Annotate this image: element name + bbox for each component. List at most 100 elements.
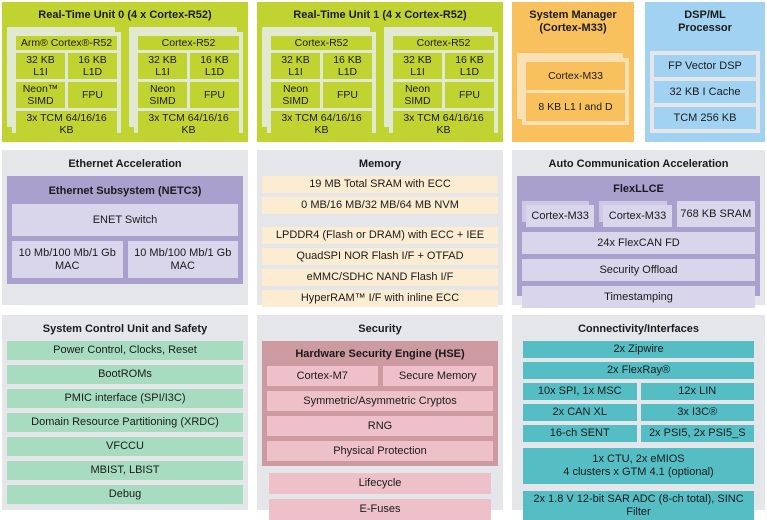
panel-title-memory: Memory — [358, 158, 402, 170]
dsp-ml-item-list: FP Vector DSP 32 KB I Cache TCM 256 KB — [650, 51, 760, 133]
core-card: Cortex-R52 32 KB L1I 16 KB L1D Neon SIMD… — [389, 32, 498, 137]
panel-title-rtu0: Real-Time Unit 0 (4 x Cortex-R52) — [38, 9, 212, 21]
panel-real-time-unit-1: Real-Time Unit 1 (4 x Cortex-R52) Cortex… — [257, 2, 503, 142]
system-control-item: Power Control, Clocks, Reset — [7, 341, 243, 360]
hse-secure-memory: Secure Memory — [382, 366, 493, 386]
panel-real-time-unit-0: Real-Time Unit 0 (4 x Cortex-R52) Arm® C… — [2, 2, 248, 142]
system-manager-cache: 8 KB L1 I and D — [526, 93, 625, 121]
flexllce-core-row: Cortex-M33 Cortex-M33 768 KB SRAM — [522, 201, 755, 227]
core-card: Cortex-R52 32 KB L1I 16 KB L1D Neon SIMD… — [267, 32, 376, 137]
core-cache-row: 32 KB L1I 16 KB L1D — [393, 53, 494, 79]
connectivity-item: 2x FlexRay® — [523, 362, 754, 379]
connectivity-item-left: 10x SPI, 1x MSC — [523, 383, 637, 400]
memory-group-spacer — [262, 214, 498, 227]
core-name: Cortex-R52 — [271, 36, 372, 50]
core-simd-row: Neon™ SIMD FPU — [16, 82, 117, 108]
security-item: E-Fuses — [269, 499, 491, 520]
memory-item: 0 MB/16 MB/32 MB/64 MB NVM — [262, 197, 498, 214]
core-fpu: FPU — [190, 82, 239, 108]
security-item: Lifecycle — [269, 473, 491, 494]
core-fpu: FPU — [445, 82, 494, 108]
flexllce-item: Security Offload — [522, 259, 755, 281]
system-control-item-list: Power Control, Clocks, Reset BootROMs PM… — [7, 341, 243, 504]
flexllce-title: FlexLLCE — [613, 183, 664, 195]
core-card: Cortex-R52 32 KB L1I 16 KB L1D Neon SIMD… — [134, 32, 243, 137]
core-l1i: 32 KB L1I — [16, 53, 65, 79]
panel-title-system-manager: System Manager (Cortex-M33) — [517, 7, 629, 41]
connectivity-timer-line1: 1x CTU, 2x eMIOS — [592, 453, 685, 465]
connectivity-pair-row: 2x CAN XL 3x I3C® — [523, 404, 754, 421]
hse-item: Symmetric/Asymmetric Cryptos — [267, 391, 493, 411]
core-tcm: 3x TCM 64/16/16 KB — [138, 111, 239, 137]
system-control-item: Domain Resource Partitioning (XRDC) — [7, 413, 243, 432]
hse-title: Hardware Security Engine (HSE) — [295, 348, 465, 360]
ethernet-mac-row: 10 Mb/100 Mb/1 Gb MAC 10 Mb/100 Mb/1 Gb … — [12, 241, 238, 278]
core-cache-row: 32 KB L1I 16 KB L1D — [16, 53, 117, 79]
system-control-item: MBIST, LBIST — [7, 461, 243, 480]
ethernet-mac-left: 10 Mb/100 Mb/1 Gb MAC — [12, 241, 123, 278]
core-l1i: 32 KB L1I — [138, 53, 187, 79]
rtu1-core-list: Cortex-R52 32 KB L1I 16 KB L1D Neon SIMD… — [262, 27, 498, 137]
memory-item: 19 MB Total SRAM with ECC — [262, 176, 498, 193]
dsp-ml-title-line1: DSP/ML — [684, 9, 726, 21]
core-card: Cortex-M33 8 KB L1 I and D — [522, 58, 629, 125]
hardware-security-engine: Hardware Security Engine (HSE) Cortex-M7… — [262, 341, 498, 466]
connectivity-item-right: 2x PSI5, 2x PSI5_S — [640, 425, 754, 442]
core-l1i: 32 KB L1I — [271, 53, 320, 79]
system-control-item: VFCCU — [7, 437, 243, 456]
connectivity-adc: 2x 1.8 V 12-bit SAR ADC (8-ch total), SI… — [523, 491, 754, 520]
core-fpu: FPU — [323, 82, 372, 108]
panel-title-system-control: System Control Unit and Safety — [42, 323, 208, 335]
hse-item-list: Symmetric/Asymmetric Cryptos RNG Physica… — [267, 391, 493, 461]
flexllce-core-cluster: Cortex-M33 — [599, 201, 672, 227]
panel-title-dsp-ml: DSP/ML Processor — [650, 7, 760, 41]
security-outer-item-list: Lifecycle E-Fuses — [262, 473, 498, 520]
connectivity-pair-row: 16-ch SENT 2x PSI5, 2x PSI5_S — [523, 425, 754, 442]
hse-core: Cortex-M7 — [267, 366, 378, 386]
connectivity-item: 2x Zipwire — [523, 341, 754, 358]
connectivity-item-left: 16-ch SENT — [523, 425, 637, 442]
core-l1d: 16 KB L1D — [445, 53, 494, 79]
flexllce-item: Timestamping — [522, 286, 755, 308]
system-manager-title-line1: System Manager — [529, 9, 617, 21]
dsp-ml-title-line2: Processor — [678, 22, 732, 34]
panel-memory: Memory 19 MB Total SRAM with ECC 0 MB/16… — [257, 150, 503, 307]
panel-system-control-unit-and-safety: System Control Unit and Safety Power Con… — [2, 315, 248, 510]
dsp-ml-item: FP Vector DSP — [654, 55, 756, 77]
connectivity-timer-line2: 4 clusters x GTM 4.1 (optional) — [563, 466, 714, 478]
panel-system-manager: System Manager (Cortex-M33) Cortex-M33 8… — [512, 2, 634, 142]
memory-group-b: LPDDR4 (Flash or DRAM) with ECC + IEE Qu… — [262, 227, 498, 307]
connectivity-item-list: 2x Zipwire 2x FlexRay® 10x SPI, 1x MSC 1… — [517, 341, 760, 520]
flexllce-core: Cortex-M33 — [603, 205, 672, 227]
panel-auto-communication-acceleration: Auto Communication Acceleration FlexLLCE… — [512, 150, 765, 308]
panel-title-auto-comm: Auto Communication Acceleration — [548, 158, 729, 170]
core-l1d: 16 KB L1D — [190, 53, 239, 79]
core-cache-row: 32 KB L1I 16 KB L1D — [271, 53, 372, 79]
panel-security: Security Hardware Security Engine (HSE) … — [257, 315, 503, 520]
core-l1d: 16 KB L1D — [68, 53, 117, 79]
core-simd-row: Neon SIMD FPU — [271, 82, 372, 108]
connectivity-item-right: 3x I3C® — [640, 404, 754, 421]
flexllce-sram: 768 KB SRAM — [676, 201, 755, 227]
core-cluster: Cortex-R52 32 KB L1I 16 KB L1D Neon SIMD… — [129, 27, 243, 137]
core-name: Cortex-R52 — [393, 36, 494, 50]
core-cluster: Cortex-R52 32 KB L1I 16 KB L1D Neon SIMD… — [384, 27, 498, 137]
system-control-item: Debug — [7, 485, 243, 504]
hse-item: Physical Protection — [267, 441, 493, 461]
panel-dsp-ml-processor: DSP/ML Processor FP Vector DSP 32 KB I C… — [645, 2, 765, 142]
dsp-ml-item: 32 KB I Cache — [654, 81, 756, 103]
core-tcm: 3x TCM 64/16/16 KB — [271, 111, 372, 137]
panel-title-connectivity: Connectivity/Interfaces — [577, 323, 700, 335]
panel-title-security: Security — [358, 323, 402, 335]
system-control-item: BootROMs — [7, 365, 243, 384]
system-manager-title-line2: (Cortex-M33) — [539, 22, 607, 34]
memory-item: eMMC/SDHC NAND Flash I/F — [262, 269, 498, 286]
core-simd: Neon SIMD — [271, 82, 320, 108]
ethernet-switch: ENET Switch — [12, 204, 238, 236]
core-l1i: 32 KB L1I — [393, 53, 442, 79]
core-tcm: 3x TCM 64/16/16 KB — [16, 111, 117, 137]
flexllce-item-list: 24x FlexCAN FD Security Offload Timestam… — [522, 232, 755, 308]
core-simd: Neon™ SIMD — [16, 82, 65, 108]
core-fpu: FPU — [68, 82, 117, 108]
core-tcm: 3x TCM 64/16/16 KB — [393, 111, 494, 137]
